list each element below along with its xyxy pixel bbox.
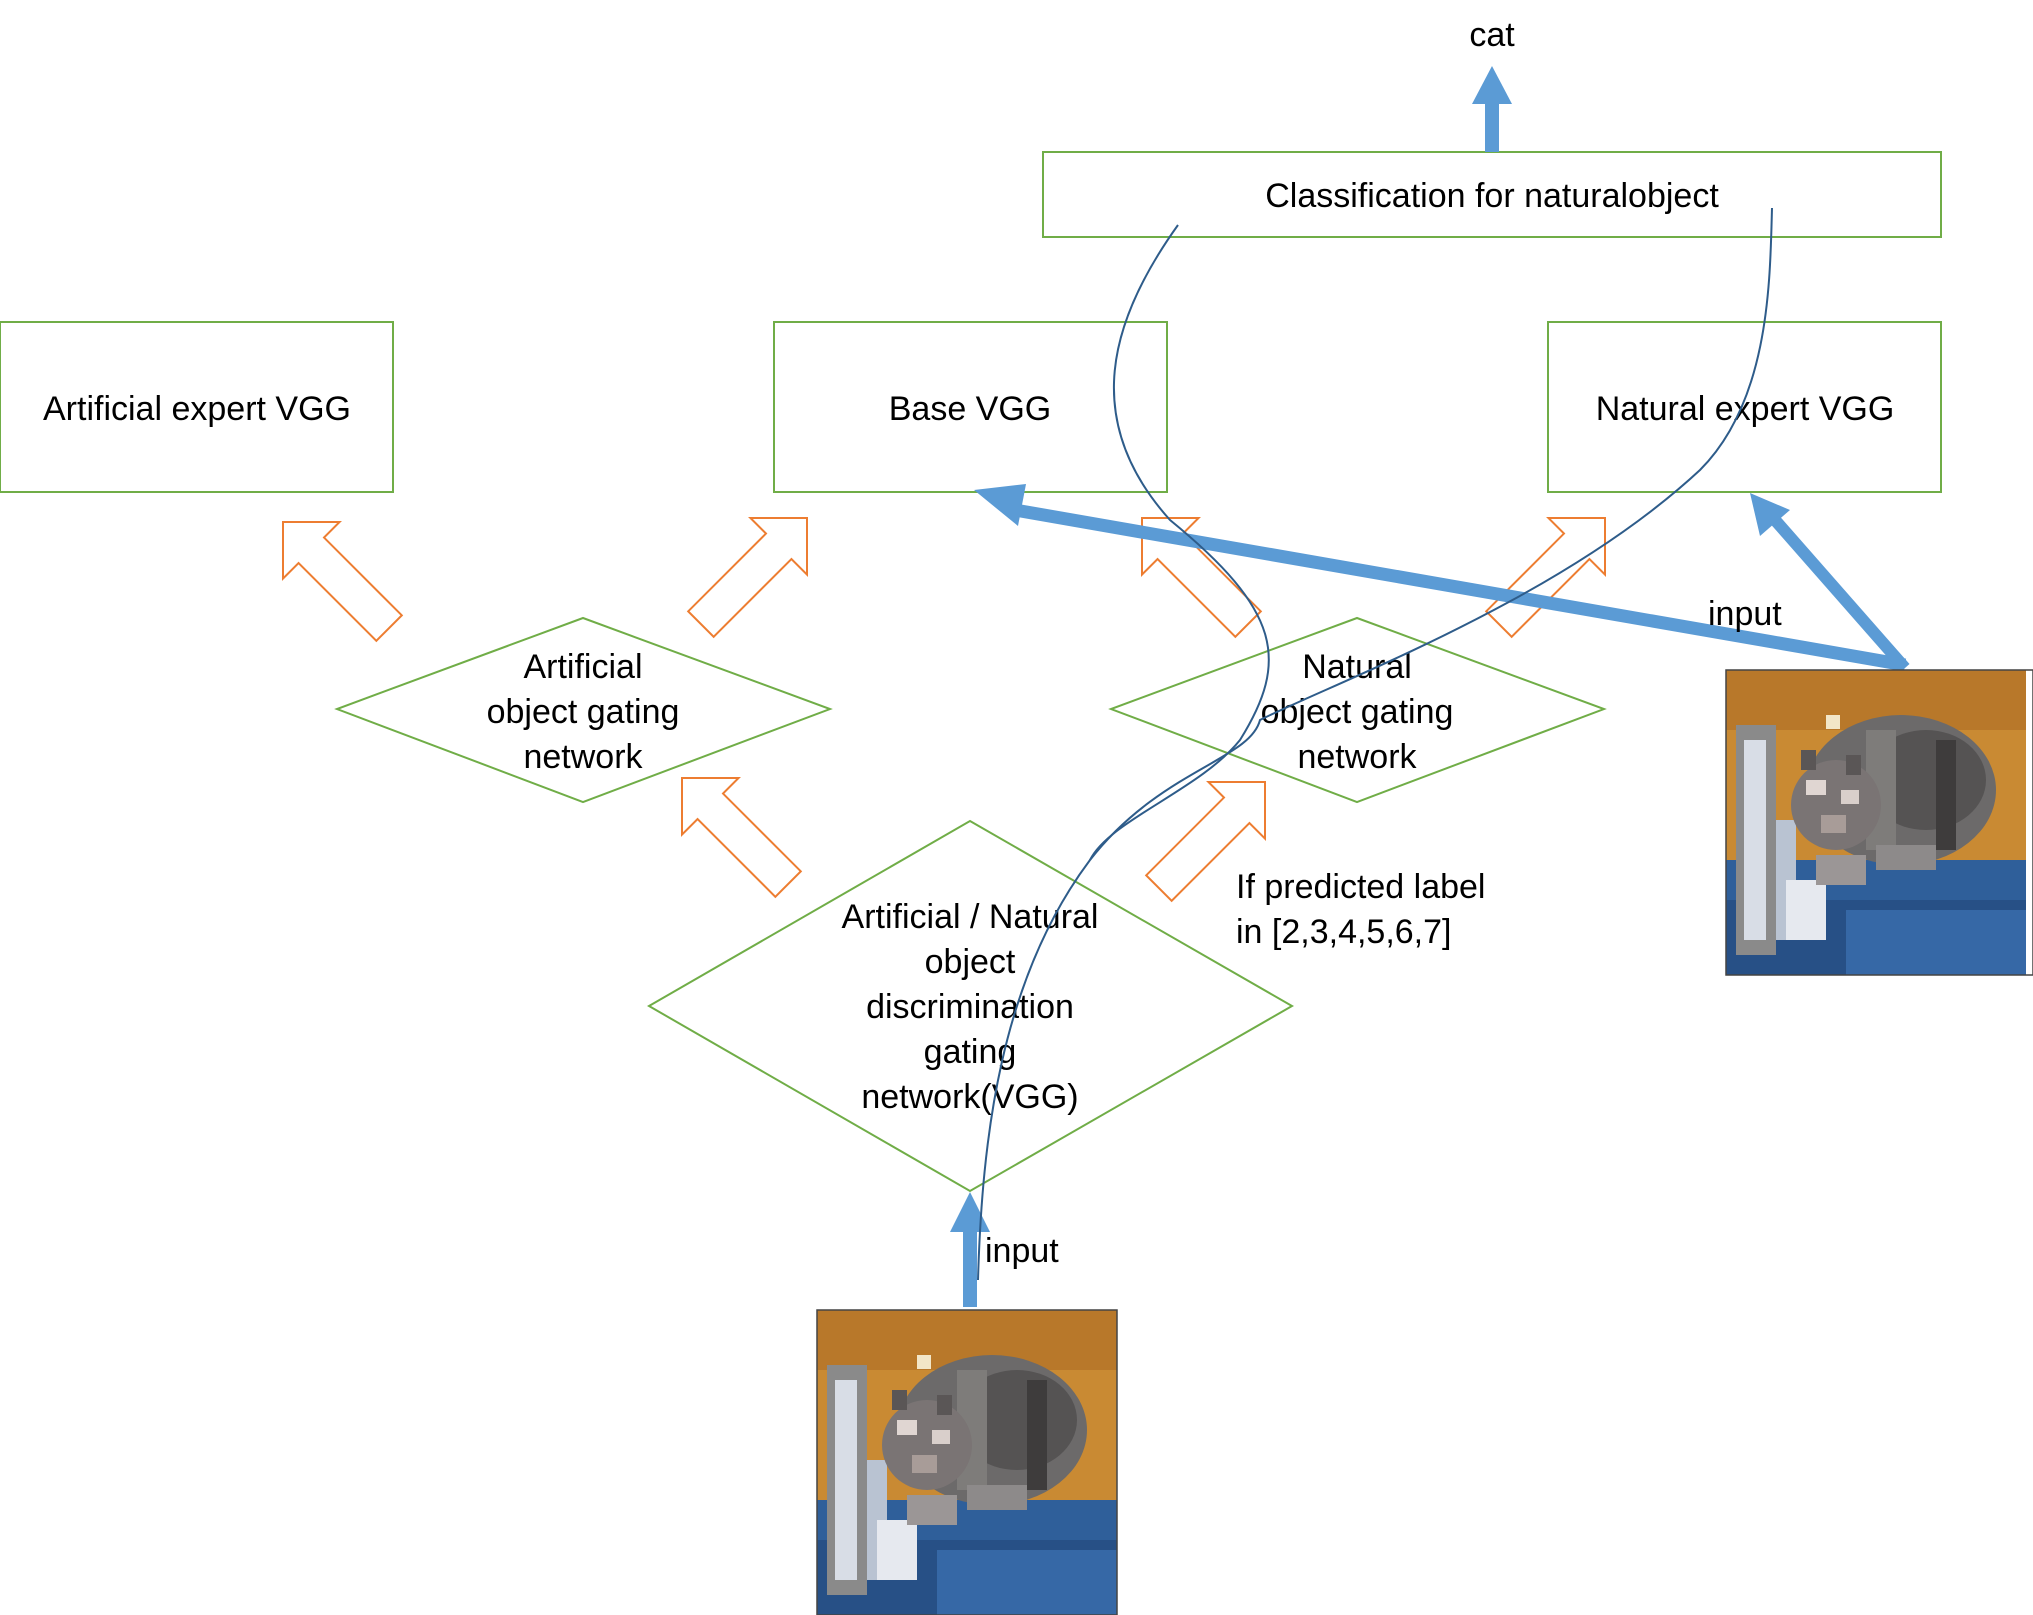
discrimination-gate-line-2: object: [925, 943, 1016, 981]
natural-gate-line-2: object gating: [1261, 693, 1454, 731]
input-image-right: [1725, 669, 2033, 976]
inference-path-curve-left: [1089, 224, 1270, 861]
gate-arrow-to-artificial-expert: [282, 521, 404, 643]
inference-path-curve: [977, 207, 1773, 1281]
discrimination-gate-line-5: network(VGG): [861, 1078, 1078, 1116]
natural-expert-label: Natural expert VGG: [1596, 390, 1895, 428]
discrimination-gate-line-3: discrimination: [866, 988, 1074, 1026]
artificial-gating-diamond: Artificial object gating network: [334, 616, 833, 804]
discrimination-gate-line-4: gating: [924, 1033, 1017, 1071]
gate-arrow-to-natural-gate: [1144, 781, 1266, 903]
output-label: cat: [1469, 16, 1515, 54]
gate-arrow-to-natural-expert: [1484, 517, 1606, 639]
discrimination-gating-diamond: Artificial / Natural object discriminati…: [646, 819, 1295, 1193]
artificial-expert-label: Artificial expert VGG: [43, 390, 351, 428]
base-vgg-box: Base VGG: [773, 321, 1168, 493]
artificial-gate-line-3: network: [523, 738, 643, 776]
classification-box-label: Classification for naturalobject: [1265, 177, 1719, 215]
condition-label-line-2: in [2,3,4,5,6,7]: [1236, 913, 1452, 951]
natural-gate-line-3: network: [1297, 738, 1417, 776]
artificial-expert-box: Artificial expert VGG: [0, 321, 394, 493]
base-vgg-label: Base VGG: [889, 390, 1052, 428]
input-image-bottom: [816, 1309, 1118, 1615]
gate-arrow-to-base-from-artificial: [686, 517, 808, 639]
output-arrow: [1472, 66, 1512, 152]
classification-box: Classification for naturalobject: [1042, 151, 1942, 238]
natural-gating-diamond: Natural object gating network: [1108, 616, 1607, 804]
input-label-bottom: input: [985, 1232, 1059, 1270]
input-arrow-to-natural-expert: [1750, 493, 1910, 672]
condition-label-line-1: If predicted label: [1236, 868, 1486, 906]
natural-expert-box: Natural expert VGG: [1547, 321, 1942, 493]
input-arrow-to-base: [974, 484, 1907, 672]
artificial-gate-line-2: object gating: [487, 693, 680, 731]
artificial-gate-line-1: Artificial: [523, 648, 642, 686]
discrimination-gate-line-1: Artificial / Natural: [842, 898, 1099, 936]
gate-arrow-to-artificial-gate: [681, 777, 803, 899]
natural-gate-line-1: Natural: [1302, 648, 1412, 686]
input-arrow-bottom: [950, 1192, 990, 1307]
gate-arrow-to-base-from-natural: [1141, 517, 1263, 639]
input-label-right: input: [1708, 595, 1782, 633]
